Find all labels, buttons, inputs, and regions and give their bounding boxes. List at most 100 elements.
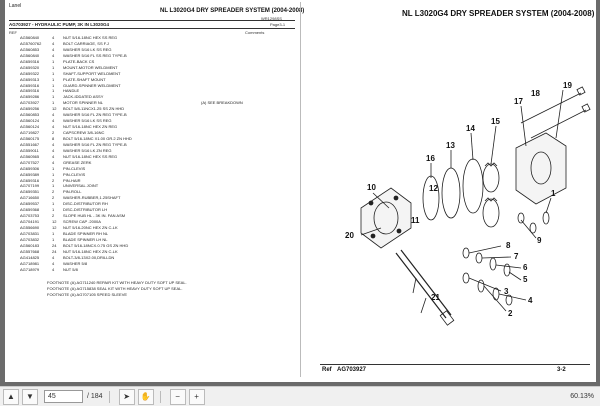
part-qty: 2 [52, 195, 55, 201]
callout-4: 4 [528, 296, 533, 305]
brand-label: Lanel [9, 3, 22, 9]
part-description: GREASE ZERK [63, 159, 92, 165]
parts-row: AG659537 1 DISC-DISTRIBUTOR RH [9, 201, 295, 207]
part-qty: 4 [52, 112, 55, 118]
part-number: AG703832 [20, 236, 40, 242]
page-number-input[interactable]: 45 [44, 390, 83, 403]
part-description: BOLT 5/16-18NCX.0.75 GS ZN HHD [63, 242, 129, 248]
callout-1: 1 [551, 189, 556, 198]
seal-ring-shape [422, 175, 440, 221]
callout-2: 2 [508, 309, 513, 318]
part-number: AG5760762 [20, 40, 42, 46]
part-qty: 1 [52, 171, 55, 177]
part-qty: 1 [52, 82, 55, 88]
callout-6: 6 [523, 263, 528, 272]
footer-rule [320, 364, 590, 365]
part-description: PIN-CLEVIS [63, 171, 86, 177]
part-qty: 1 [52, 165, 55, 171]
part-number: AG560565 [20, 153, 40, 159]
callout-8: 8 [506, 241, 511, 250]
part-description: BLADE SPINNER LH NL [63, 236, 108, 242]
part-qty: 2 [52, 130, 55, 135]
part-number: AG704191 [20, 219, 40, 225]
cursor-icon[interactable]: ➤ [118, 388, 135, 405]
part-number: AG659316 [20, 88, 40, 94]
callout-19: 19 [563, 81, 572, 90]
part-number: AG659537 [20, 201, 40, 207]
doc-code: WR1298SS [261, 16, 282, 21]
footnote: FOOTNOTE (A) AG711240 REPAIR KIT WITH HE… [47, 280, 187, 285]
part-number: AG659316 [20, 177, 40, 183]
part-number: AG703753 [20, 213, 40, 219]
part-number: AG659316 [20, 82, 40, 88]
part-qty: 4 [52, 254, 55, 260]
part-number: AG560124 [20, 124, 40, 130]
part-description: WASHER 5/16 FL ZN REG TYPE-B [63, 141, 127, 147]
part-description: WASHER 5/16 LK SS REG [63, 118, 112, 124]
page-label: Page3-1 [270, 22, 286, 27]
part-qty: 1 [52, 207, 55, 213]
part-qty: 1 [52, 100, 55, 106]
part-number: AG659320 [20, 64, 40, 70]
part-description: BOLT 5/8-11NCX1.25 SS ZN HHD [63, 106, 125, 112]
page-up-icon[interactable]: ▲ [3, 388, 19, 405]
part-qty: 1 [52, 236, 55, 242]
callout-16: 16 [426, 154, 435, 163]
part-description: PIN-ROLL [63, 189, 82, 195]
part-description: BOLT 5/16-18NC X1.00 GR.2 ZN HHD [63, 135, 132, 141]
part-number: AG716650 [20, 195, 40, 201]
part-qty: 4 [52, 52, 55, 58]
part-description: MOUNT-MOTOR WELDMENT [63, 64, 118, 70]
part-number: AG557668 [20, 248, 40, 254]
part-description: PIN-HAIR [63, 177, 81, 183]
part-description: DISC-DISTRIBUTOR RH [63, 201, 108, 207]
part-number: AG659256 [20, 106, 40, 112]
page-down-icon[interactable]: ▼ [22, 388, 38, 405]
part-description: SLOPE HUB HL - 3K IN. FAN ASM [63, 213, 126, 219]
part-number: AG659322 [20, 70, 40, 76]
part-description: SCREW CAP .2000A [63, 219, 101, 225]
part-qty: 2 [52, 213, 55, 219]
part-description: BOLT-3/8-13X2.00,DRILLDN [63, 254, 115, 260]
part-number: AG659313 [20, 76, 40, 82]
zoom-in-icon[interactable]: + [188, 388, 205, 405]
part-qty: 4 [52, 147, 55, 153]
footer-ref-value: AG703927 [337, 367, 367, 373]
callout-5: 5 [523, 275, 528, 284]
part-qty: 12 [52, 106, 57, 112]
part-qty: 1 [52, 88, 55, 94]
zoom-level[interactable]: 60.13% [570, 393, 594, 400]
part-qty: 1 [52, 64, 55, 70]
part-number: AG659351 [20, 189, 40, 195]
part-number: AG556690 [20, 225, 40, 230]
callout-17: 17 [514, 97, 523, 106]
footer-page-code: 3-2 [557, 367, 566, 373]
ring-shape [441, 167, 461, 219]
footnote: FOOTNOTE (A) AG707105 SPEED SLEEVE [47, 292, 128, 297]
page-title-left: NL L3020G4 DRY SPREADER SYSTEM (2004-200… [160, 8, 305, 14]
part-qty: 2 [52, 189, 55, 195]
part-qty: 1 [52, 201, 55, 207]
part-description: MOTOR SPINNER NL [63, 100, 103, 106]
callout-21: 21 [431, 293, 440, 302]
zoom-out-icon[interactable]: − [169, 388, 186, 405]
part-qty: 4 [52, 159, 55, 165]
part-number: AG560853 [20, 112, 40, 118]
hand-icon[interactable]: ✋ [137, 388, 154, 405]
housing-bore-shape [373, 201, 399, 235]
part-number: AG659306 [20, 165, 40, 171]
